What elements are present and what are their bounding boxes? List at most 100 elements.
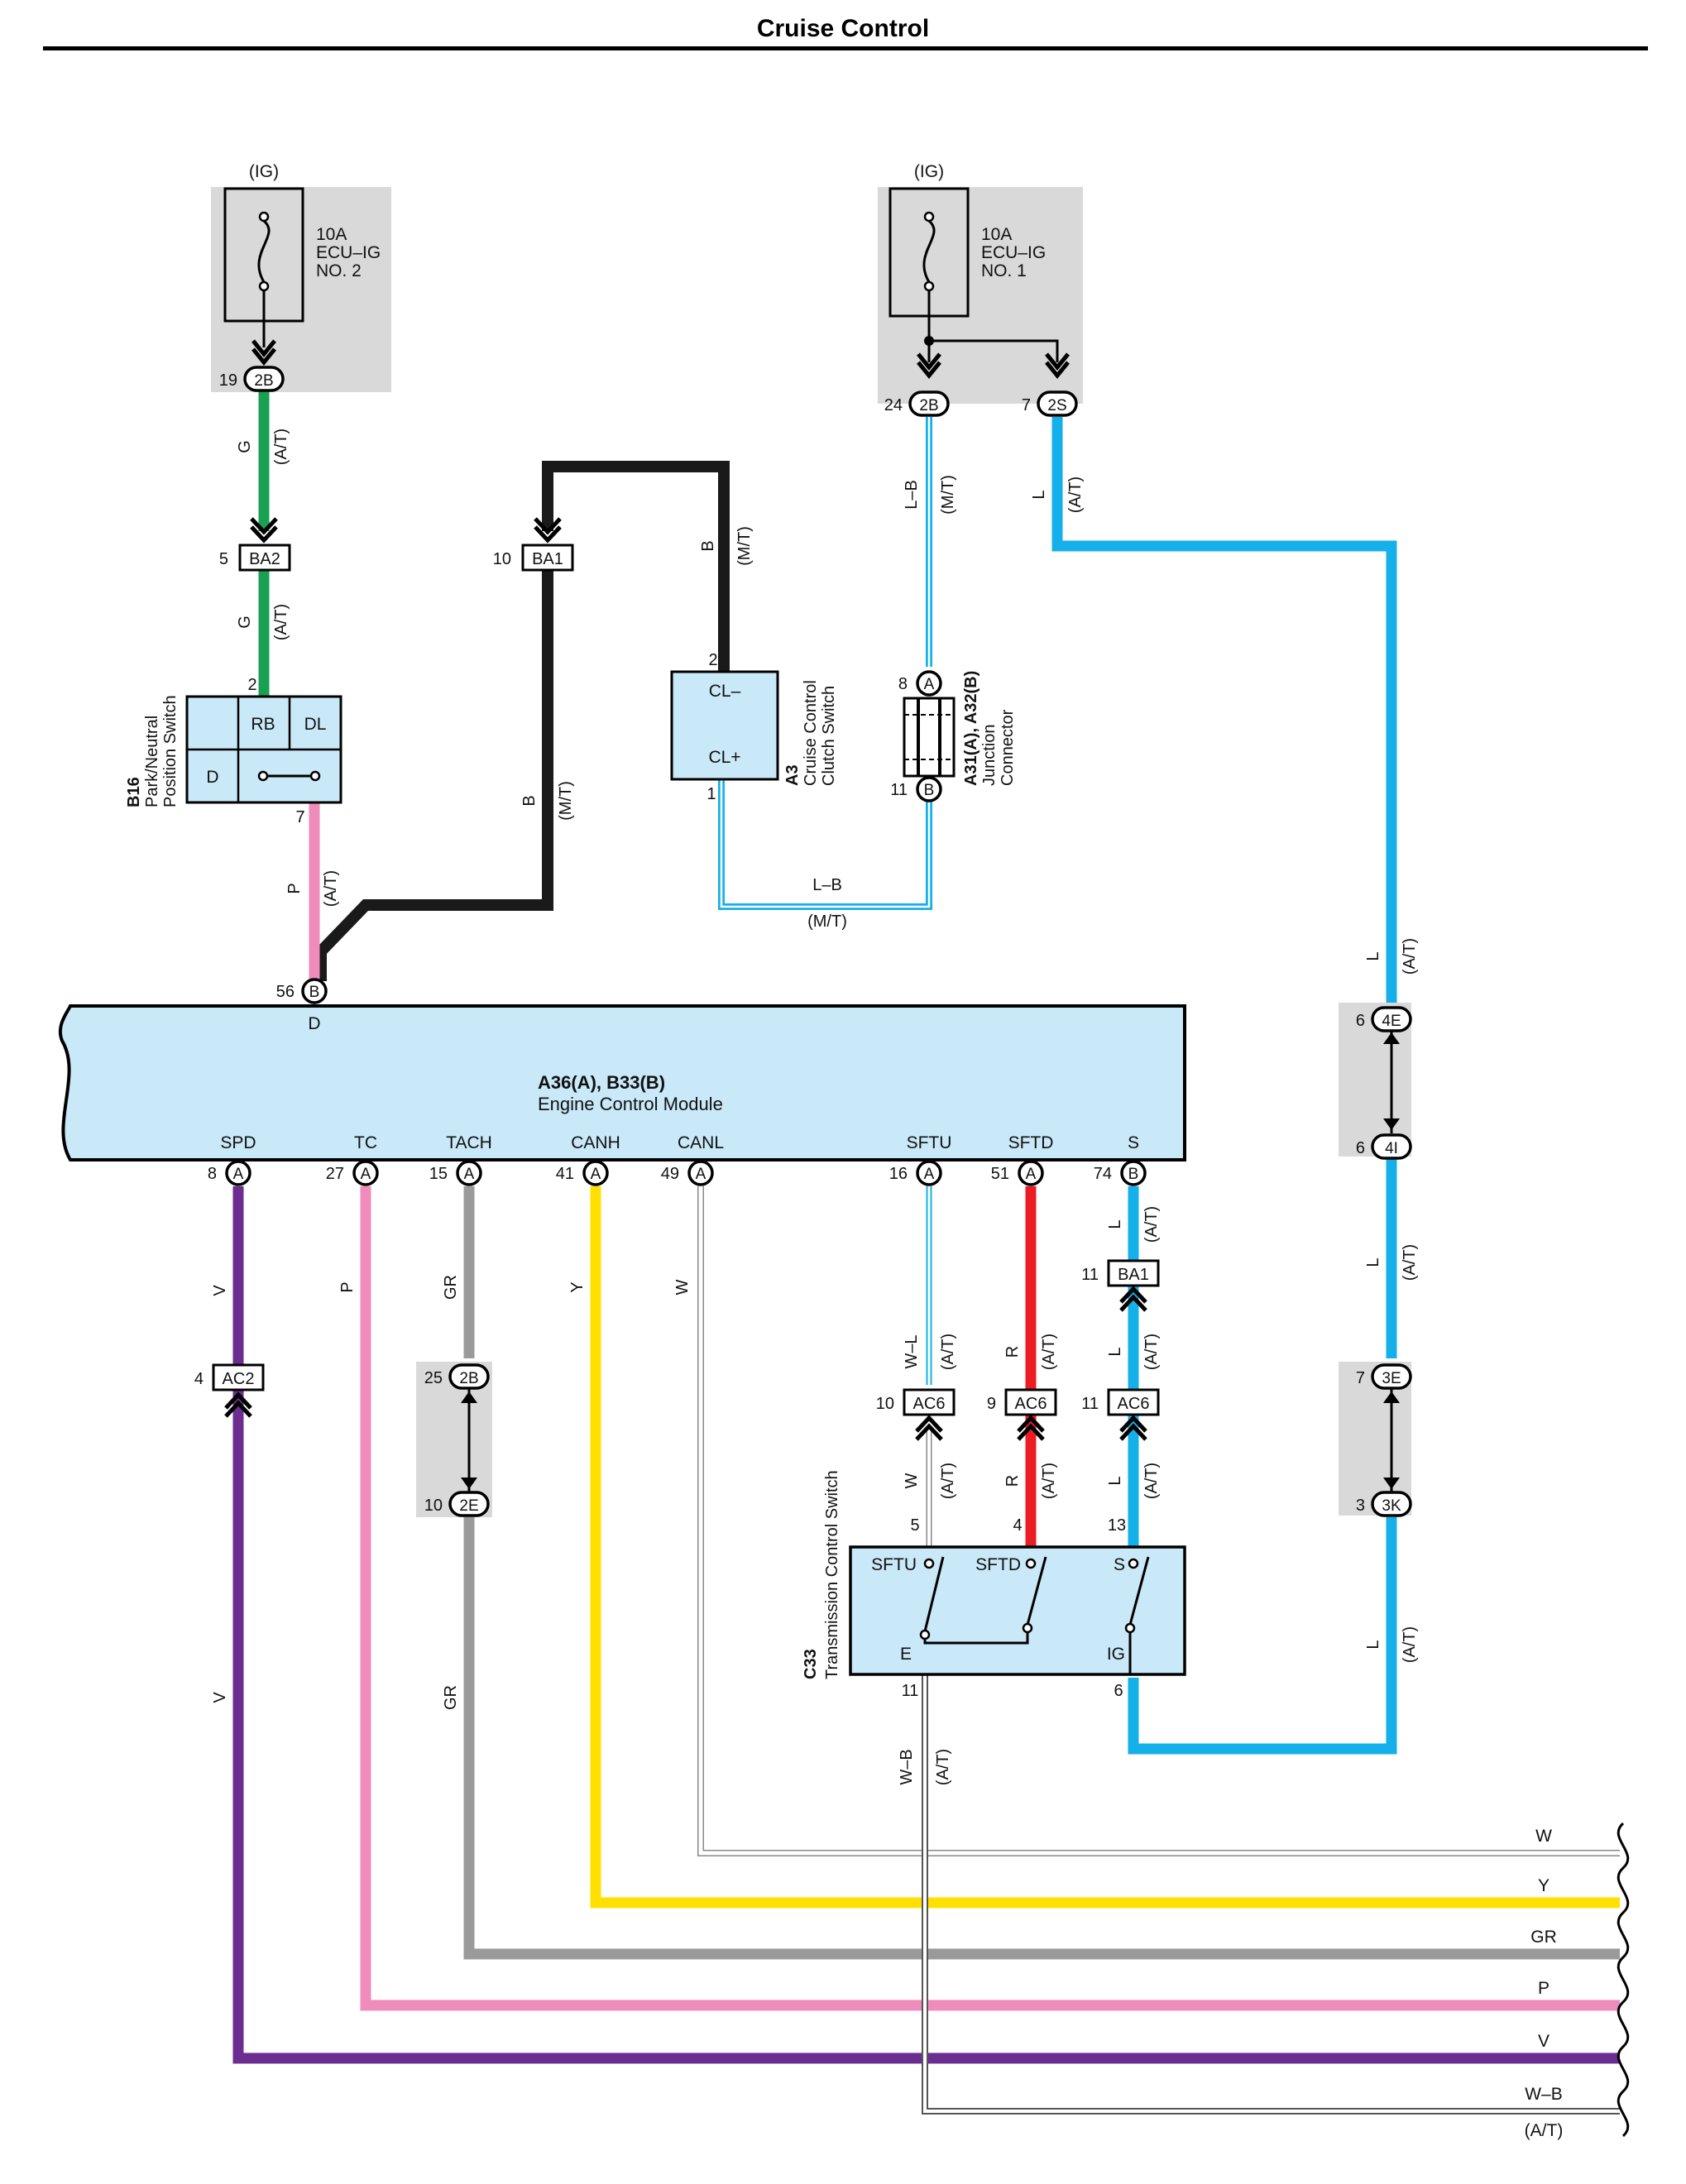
svg-text:(A/T): (A/T) (272, 429, 290, 465)
wire-labels: G (A/T) G (A/T) B (M/T) B (M/T) P (A/T) … (211, 429, 1419, 1785)
fuse-ig1-name1: ECU–IG (981, 243, 1046, 262)
ecm-name: Engine Control Module (538, 1094, 723, 1114)
svg-text:CL+: CL+ (708, 748, 740, 767)
continuation-break (1617, 1822, 1630, 2138)
svg-text:25: 25 (424, 1369, 443, 1387)
svg-text:(A/T): (A/T) (1401, 1244, 1419, 1281)
ecm-pin-tc: TC A 27 (326, 1133, 379, 1186)
fuse-ecu-ig-no2: (IG) 10A ECU–IG NO. 2 (211, 162, 391, 392)
ecm-pin-sftu: SFTU A 16 (889, 1133, 952, 1186)
svg-text:2B: 2B (459, 1370, 478, 1387)
svg-text:(A/T): (A/T) (1142, 1463, 1161, 1499)
svg-text:(A/T): (A/T) (934, 1749, 952, 1785)
svg-text:A: A (924, 676, 935, 693)
fuse-ig2-name1: ECU–IG (316, 243, 381, 262)
svg-text:74: 74 (1094, 1165, 1112, 1183)
ac6-w-label: AC6 (913, 1395, 946, 1413)
svg-text:P: P (338, 1281, 357, 1292)
ba1-top-label: BA1 (532, 550, 563, 568)
svg-text:(A/T): (A/T) (1525, 2121, 1564, 2140)
svg-text:6: 6 (1114, 1682, 1123, 1700)
svg-text:Junction: Junction (980, 725, 999, 787)
svg-text:A: A (591, 1166, 601, 1183)
svg-text:2: 2 (708, 651, 717, 669)
ba1-s-pin: 11 (1081, 1266, 1099, 1284)
svg-text:41: 41 (556, 1165, 574, 1183)
ecm-code: A36(A), B33(B) (538, 1072, 665, 1093)
title-rule (43, 46, 1648, 50)
svg-text:B: B (520, 795, 539, 806)
svg-text:16: 16 (889, 1165, 908, 1183)
svg-text:L–B: L–B (812, 876, 842, 894)
svg-text:SFTU: SFTU (907, 1133, 952, 1152)
svg-text:L–B: L–B (903, 480, 921, 510)
svg-text:S: S (1128, 1133, 1139, 1152)
svg-text:11: 11 (902, 1682, 919, 1700)
svg-text:CL–: CL– (709, 682, 741, 701)
svg-text:(A/T): (A/T) (1142, 1334, 1161, 1370)
svg-text:B16: B16 (125, 777, 143, 807)
connector-ac2: AC2 4 (194, 1363, 265, 1418)
pill-19-2b: 2B 19 (219, 366, 285, 392)
fuse-ecu-ig-no1: (IG) 10A ECU–IG NO. 1 (878, 162, 1083, 404)
svg-text:L: L (1106, 1347, 1124, 1356)
svg-text:W: W (1535, 1827, 1552, 1846)
svg-text:1: 1 (706, 785, 716, 803)
ecm-pin-s: S B 74 (1094, 1133, 1147, 1186)
wire-black-loop (542, 461, 730, 672)
fuse-box-bg (211, 187, 391, 392)
svg-text:B: B (309, 984, 320, 1001)
wire-wb (922, 1673, 1620, 2115)
svg-text:51: 51 (991, 1165, 1009, 1183)
svg-text:A: A (924, 1166, 935, 1183)
svg-text:GR: GR (1530, 1928, 1557, 1947)
svg-text:(M/T): (M/T) (939, 475, 957, 515)
svg-text:A31(A), A32(B): A31(A), A32(B) (962, 671, 980, 786)
fuse-ig1-name2: NO. 1 (981, 261, 1027, 280)
svg-text:3E: 3E (1382, 1370, 1401, 1387)
svg-text:R: R (1003, 1475, 1022, 1487)
svg-text:GR: GR (442, 1275, 460, 1300)
svg-text:A: A (1026, 1166, 1037, 1183)
ac6-w-pin: 10 (876, 1395, 894, 1413)
svg-text:(M/T): (M/T) (557, 781, 575, 821)
svg-text:5: 5 (910, 1516, 919, 1535)
svg-text:A: A (464, 1166, 475, 1183)
svg-text:56: 56 (276, 983, 295, 1001)
wire-violet (232, 1186, 1620, 2064)
b16-cell-dl: DL (304, 715, 327, 734)
ecm-pin-tach: TACH A 15 (429, 1133, 492, 1186)
connector-ac6-r: AC6 9 (987, 1388, 1057, 1441)
svg-text:P: P (1538, 1979, 1549, 1998)
svg-text:(A/T): (A/T) (1040, 1334, 1058, 1370)
svg-text:4: 4 (1013, 1516, 1022, 1535)
b16-cell-d: D (206, 768, 218, 787)
svg-text:E: E (900, 1645, 912, 1664)
connector-ba1-top: BA1 10 (493, 517, 574, 572)
svg-text:7: 7 (1356, 1369, 1365, 1387)
svg-text:Cruise Control: Cruise Control (802, 680, 820, 786)
svg-text:2: 2 (247, 676, 256, 694)
svg-text:27: 27 (326, 1165, 344, 1183)
ecm-pin-canl: CANL A 49 (661, 1133, 724, 1186)
svg-text:3K: 3K (1382, 1497, 1401, 1515)
ecm-pin-spd: SPD A 8 (208, 1133, 256, 1186)
svg-text:(A/T): (A/T) (1040, 1463, 1058, 1499)
svg-text:(A/T): (A/T) (1142, 1206, 1161, 1243)
svg-text:8: 8 (208, 1165, 217, 1183)
svg-text:GR: GR (442, 1685, 460, 1710)
svg-text:3: 3 (1356, 1497, 1365, 1515)
fuse-ig2-name2: NO. 2 (316, 261, 362, 280)
page-title: Cruise Control (756, 15, 930, 42)
svg-text:S: S (1114, 1555, 1125, 1574)
ac2-pin: 4 (194, 1370, 204, 1388)
connector-ba1-s: BA1 11 (1081, 1259, 1160, 1312)
svg-text:V: V (211, 1692, 229, 1703)
clutch-switch: CL– CL+ 2 1 A3 Cruise Control Clutch Swi… (670, 651, 838, 803)
junction-2b-2e: 2B 25 2E 10 (416, 1362, 492, 1517)
junction-3e-3k: 3E 7 3K 3 (1339, 1362, 1412, 1517)
svg-text:SFTD: SFTD (1008, 1133, 1054, 1152)
svg-text:Position Switch: Position Switch (161, 695, 180, 807)
engine-control-module: A36(A), B33(B) Engine Control Module B 5… (58, 978, 1186, 1186)
svg-text:D: D (308, 1014, 320, 1033)
